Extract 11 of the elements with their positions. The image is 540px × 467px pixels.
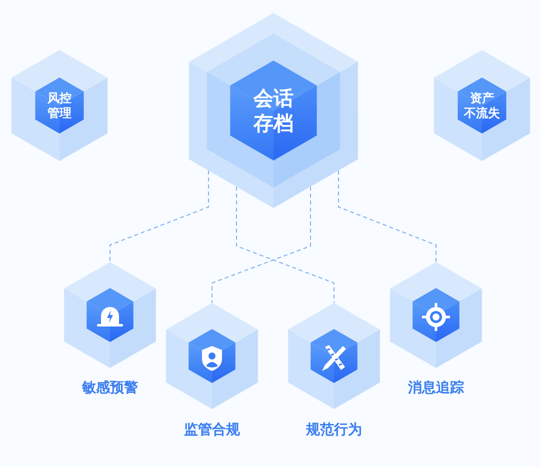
node-label: 风控管理 [46,90,72,120]
node-label: 资产不流失 [464,90,500,120]
node-label: 会话存档 [252,86,294,136]
node-label: 敏感预警 [82,379,138,397]
connector-line [338,170,436,262]
connector-line [236,186,334,304]
connector-line [110,170,209,262]
node-label: 规范行为 [306,421,362,439]
connector-line [212,186,311,304]
node-label: 监管合规 [184,421,240,439]
node-label: 消息追踪 [408,379,464,397]
